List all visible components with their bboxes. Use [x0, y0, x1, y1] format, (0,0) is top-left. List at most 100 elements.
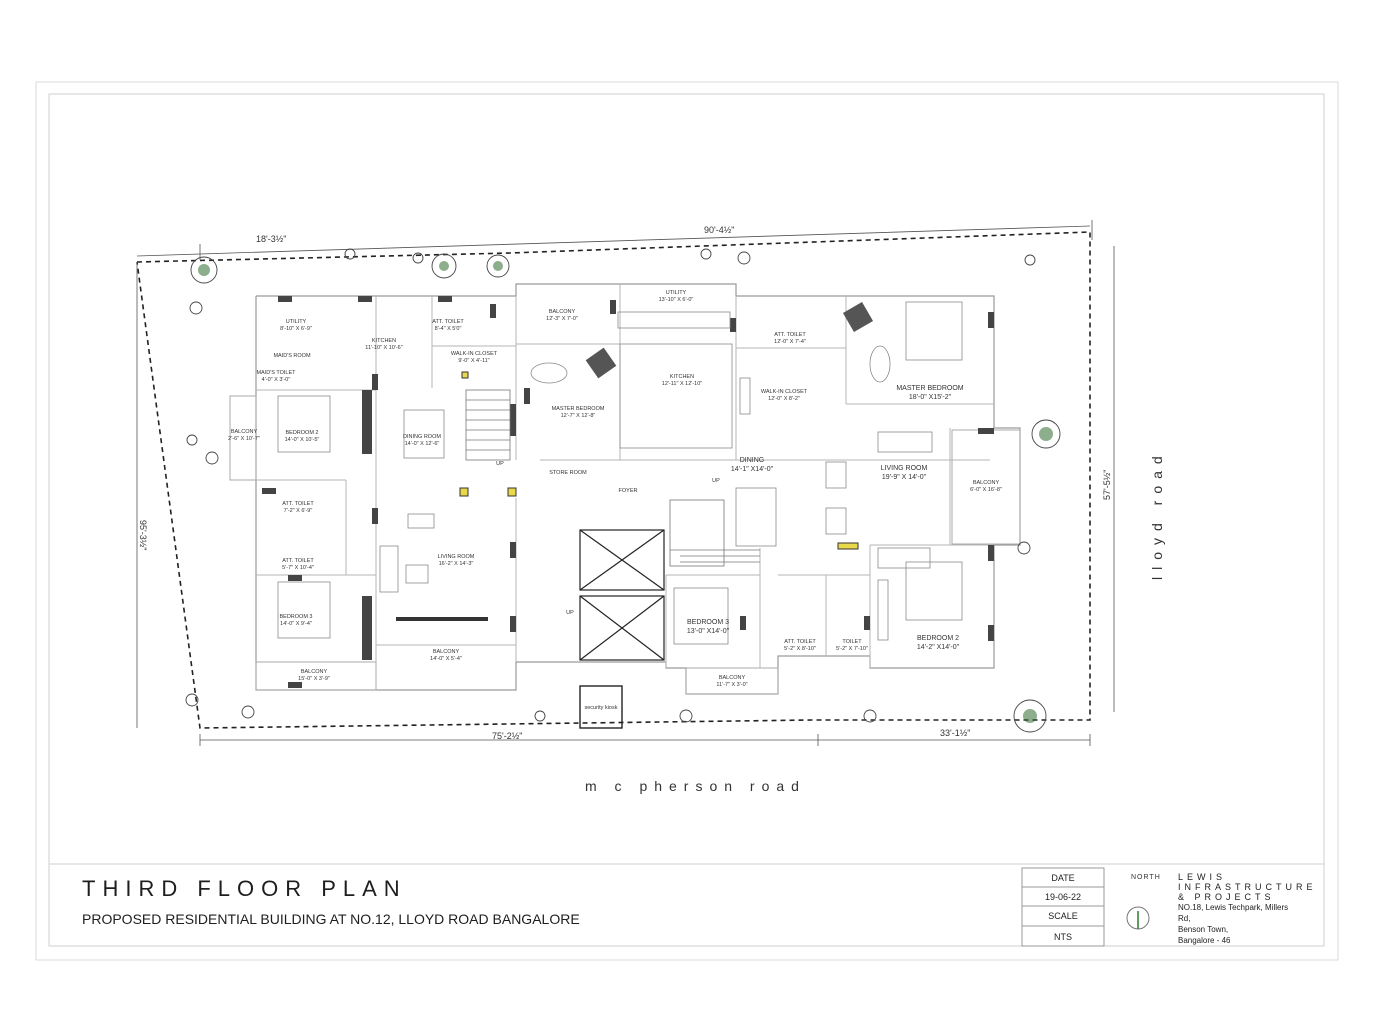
room-att-toilet-w2: ATT. TOILET: [282, 558, 314, 564]
project-description: PROPOSED RESIDENTIAL BUILDING AT NO.12, …: [82, 911, 580, 927]
dim-right: 57'-5½": [1102, 469, 1112, 500]
room-master-bed-w: MASTER BEDROOM: [552, 406, 605, 412]
company-line-3: & PROJECTS: [1178, 892, 1275, 902]
company-line-1: LEWIS: [1178, 872, 1227, 882]
armchair-icons: [585, 301, 874, 379]
north-arrow-icon: [1126, 906, 1150, 930]
room-living-w: LIVING ROOM: [438, 554, 475, 560]
drawing-title: THIRD FLOOR PLAN: [82, 876, 407, 901]
room-walk-in-e: WALK-IN CLOSET: [761, 389, 808, 395]
room-bedroom-2-e: BEDROOM 2: [917, 635, 959, 642]
room-balcony-s: BALCONY: [433, 649, 460, 655]
room-size: 9'-0" X 4'-11": [458, 358, 489, 364]
room-bedroom-3-e: BEDROOM 3: [687, 619, 729, 626]
room-size: 12'-0" X 8'-2": [768, 396, 800, 402]
room-living-e: LIVING ROOM: [881, 465, 928, 472]
dim-top-total: 90'-4½": [704, 225, 735, 235]
dim-top-left: 18'-3½": [256, 234, 287, 244]
room-kitchen-e: KITCHEN: [670, 374, 694, 380]
dimension-lines: [136, 220, 1115, 746]
road-label-east: lloyd road: [1149, 449, 1165, 580]
stair-up-label: UP: [712, 478, 720, 484]
plot-boundary: [136, 231, 1091, 729]
room-size: 14'-1" X14'-0": [731, 466, 774, 473]
room-dining-e: DINING: [740, 457, 765, 464]
room-utility-w: UTILITY: [286, 319, 307, 325]
room-size: 5'-2" X 7'-10": [836, 646, 868, 652]
structural-columns: [262, 296, 994, 688]
inner-border: [48, 93, 1325, 947]
room-size: 2'-6" X 10'-7": [228, 436, 260, 442]
room-size: 12'-11" X 12'-10": [662, 381, 703, 387]
room-size: 14'-0" X 10'-5": [285, 437, 320, 443]
room-size: 12'-0" X 7'-4": [774, 339, 806, 345]
room-size: 8'-10" X 6'-9": [280, 326, 312, 332]
room-toilet-se: TOILET: [842, 639, 862, 645]
room-maids-room: MAID'S ROOM: [273, 353, 311, 359]
yellow-markers: [459, 371, 859, 550]
furniture: [277, 301, 963, 645]
scale-label: SCALE: [1048, 911, 1078, 921]
room-size: 14'-0" X 12'-6": [405, 441, 440, 447]
room-att-toilet-w: ATT. TOILET: [282, 501, 314, 507]
tree-icons: [185, 248, 1061, 733]
dim-bottom-left: 75'-2½": [492, 731, 523, 741]
room-size: 13'-10" X 6'-0": [659, 297, 694, 303]
room-size: 12'-3" X 7'-0": [546, 316, 578, 322]
room-master-bed-e: MASTER BEDROOM: [896, 385, 963, 392]
date-label: DATE: [1051, 873, 1075, 883]
stair-up-label: UP: [496, 461, 504, 467]
room-balcony-sw: BALCONY: [301, 669, 328, 675]
date-value: 19-06-22: [1044, 892, 1082, 902]
room-size: 16'-2" X 14'-3": [439, 561, 474, 567]
room-size: 11'-7" X 3'-0": [716, 682, 747, 688]
staircase-center: [669, 499, 760, 567]
company-line-2: INFRASTRUCTURE: [1178, 882, 1317, 892]
road-label-south: m c pherson road: [585, 778, 806, 794]
room-att-toilet-se: ATT. TOILET: [784, 639, 816, 645]
room-size: 11'-10" X 10'-6": [365, 345, 402, 351]
room-size: 13'-0" X14'-0": [687, 628, 730, 635]
room-size: 6'-0" X 16'-8": [970, 487, 1002, 493]
room-size: 5'-2" X 8'-10": [784, 646, 816, 652]
room-size: 18'-0" X15'-2": [909, 394, 952, 401]
room-balcony-nw: BALCONY: [549, 309, 576, 315]
room-size: 7'-2" X 6'-9": [284, 508, 313, 514]
outer-border: [35, 81, 1339, 961]
room-store: STORE ROOM: [549, 470, 587, 476]
room-balcony-se: BALCONY: [719, 675, 746, 681]
company-name: LEWIS INFRASTRUCTURE & PROJECTS: [1178, 872, 1317, 902]
room-balcony-e: BALCONY: [973, 480, 1000, 486]
lift-shafts: [579, 529, 665, 661]
staircase-north: [465, 389, 511, 461]
room-size: 8'-4" X 5'0": [435, 326, 462, 332]
room-bedroom-2-w: BEDROOM 2: [285, 430, 318, 436]
room-bedroom-3-w: BEDROOM 3: [279, 614, 312, 620]
room-dining-w: DINING ROOM: [403, 434, 441, 440]
scale-value: NTS: [1054, 932, 1072, 942]
security-kiosk: [579, 685, 623, 729]
room-size: 4'-0" X 3'-0": [262, 377, 291, 383]
room-utility-e: UTILITY: [666, 290, 687, 296]
room-balcony-w: BALCONY: [231, 429, 258, 435]
room-size: 15'-0" X 3'-9": [298, 676, 330, 682]
room-size: 14'-0" X 5'-4": [430, 656, 462, 662]
room-kitchen-w: KITCHEN: [372, 338, 396, 344]
room-size: 12'-7" X 12'-8": [561, 413, 596, 419]
room-maids-toilet: MAID'S TOILET: [256, 370, 296, 376]
room-walk-in-w: WALK-IN CLOSET: [451, 351, 498, 357]
dim-bottom-right: 33'-1½": [940, 728, 971, 738]
company-address: NO.18, Lewis Techpark, Millers Rd, Benso…: [1178, 903, 1289, 945]
sliding-door: [396, 617, 488, 621]
room-att-toilet-nw: ATT. TOILET: [432, 319, 464, 325]
north-label: NORTH: [1131, 874, 1161, 881]
room-security: security kiosk: [584, 705, 617, 711]
stair-up-label: UP: [566, 610, 574, 616]
room-size: 19'-9" X 14'-0": [882, 474, 927, 481]
room-att-toilet-ne: ATT. TOILET: [774, 332, 806, 338]
room-size: 14'-0" X 9'-4": [280, 621, 312, 627]
dim-left: 95'-3½": [138, 520, 148, 551]
room-size: 14'-2" X14'-0": [917, 644, 960, 651]
